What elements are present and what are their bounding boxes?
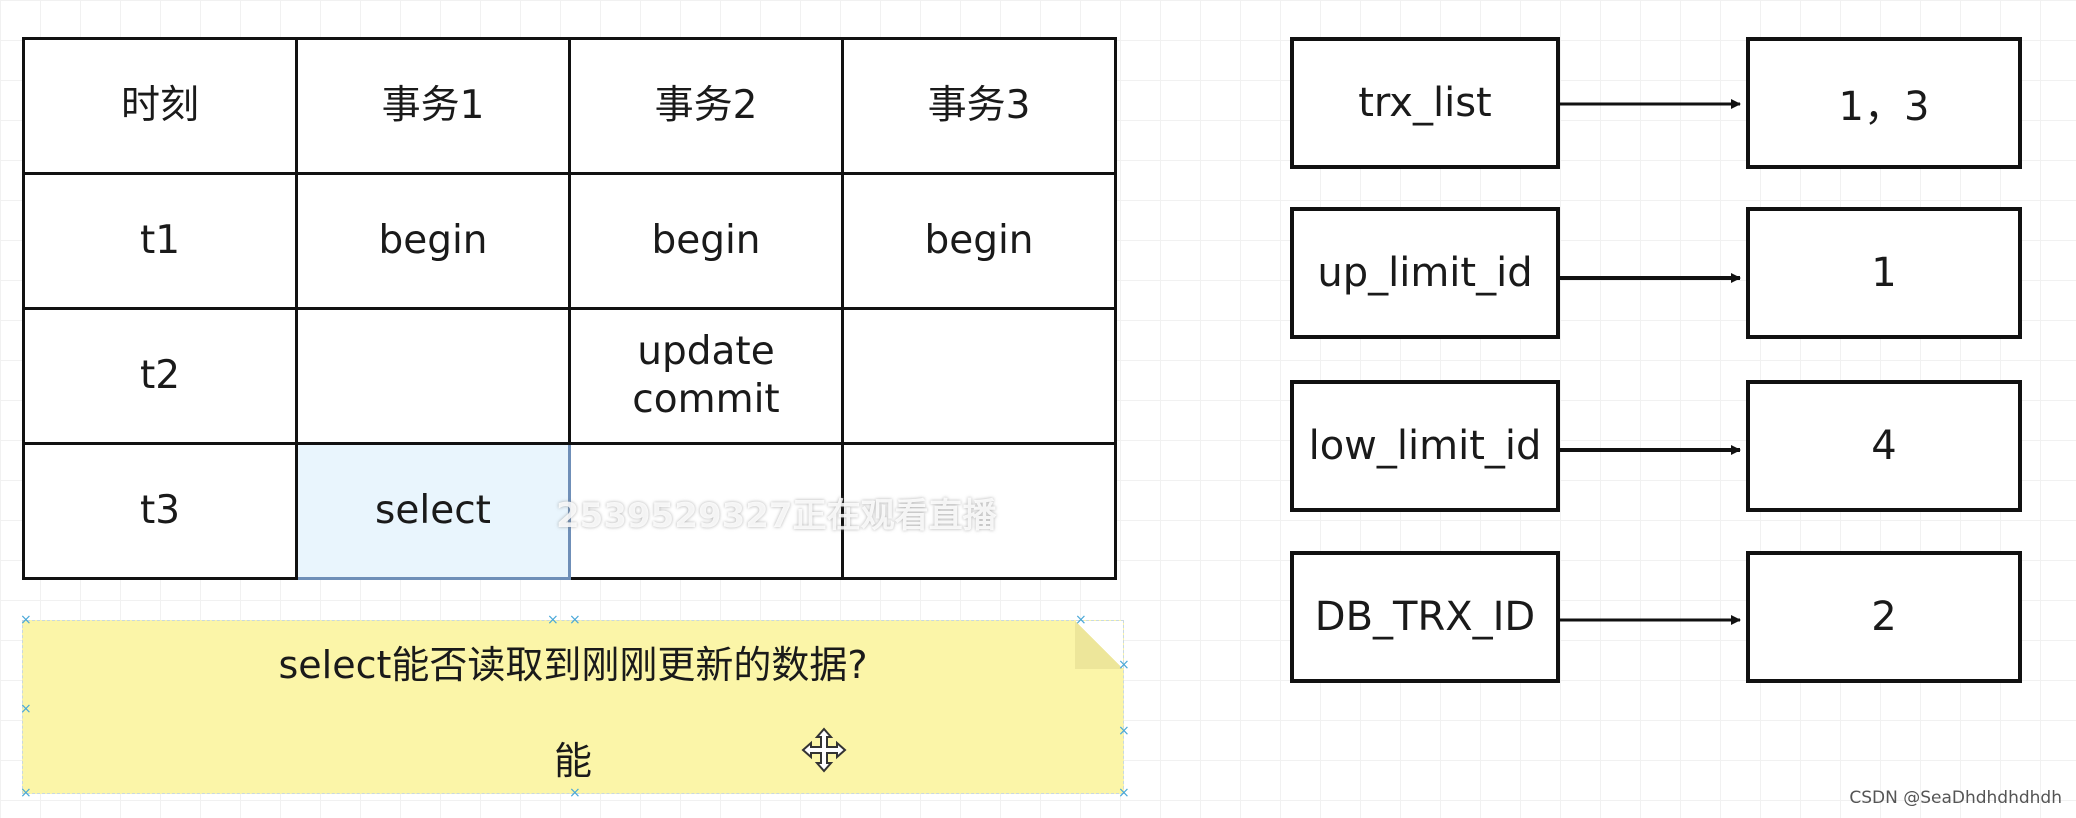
cell-t3-trx2[interactable]	[568, 442, 844, 580]
db-trx-id-value-box[interactable]: 2	[1746, 551, 2022, 683]
up-limit-id-value-box[interactable]: 1	[1746, 207, 2022, 339]
header-trx1[interactable]: 事务1	[295, 37, 571, 175]
low-limit-id-label-box[interactable]: low_limit_id	[1290, 380, 1560, 512]
move-icon[interactable]	[800, 726, 848, 774]
transaction-table: 时刻 事务1 事务2 事务3 t1 begin begin begin t2 u…	[22, 37, 1117, 580]
note-answer: 能	[553, 739, 592, 783]
sticky-note[interactable]: select能否读取到刚刚更新的数据? 能	[22, 620, 1124, 794]
selection-handle-icon[interactable]: ×	[1075, 612, 1087, 628]
selection-handle-icon[interactable]: ×	[569, 612, 581, 628]
low-limit-id-value-box[interactable]: 4	[1746, 380, 2022, 512]
cell-t3-time[interactable]: t3	[22, 442, 298, 580]
cell-t1-time[interactable]: t1	[22, 172, 298, 310]
selection-handle-icon[interactable]: ×	[1118, 723, 1130, 739]
selection-handle-icon[interactable]: ×	[20, 701, 32, 717]
note-question: select能否读取到刚刚更新的数据?	[278, 643, 868, 687]
cell-t2-trx2-line2: commit	[632, 377, 780, 422]
note-fold-corner	[1075, 621, 1123, 669]
db-trx-id-label-box[interactable]: DB_TRX_ID	[1290, 551, 1560, 683]
selection-handle-icon[interactable]: ×	[20, 612, 32, 628]
header-trx3[interactable]: 事务3	[841, 37, 1117, 175]
header-time[interactable]: 时刻	[22, 37, 298, 175]
up-limit-id-label-box[interactable]: up_limit_id	[1290, 207, 1560, 339]
selection-handle-icon[interactable]: ×	[20, 785, 32, 801]
trx-list-label-box[interactable]: trx_list	[1290, 37, 1560, 169]
cell-t2-time[interactable]: t2	[22, 307, 298, 445]
selection-handle-icon[interactable]: ×	[1118, 657, 1130, 673]
cell-t1-trx2[interactable]: begin	[568, 172, 844, 310]
trx-list-value-box[interactable]: 1，3	[1746, 37, 2022, 169]
table-row: t3 select	[22, 442, 1117, 580]
cell-t3-trx1-selected[interactable]: select	[295, 442, 571, 580]
cell-t2-trx3[interactable]	[841, 307, 1117, 445]
cell-t3-trx3[interactable]	[841, 442, 1117, 580]
cell-t1-trx3[interactable]: begin	[841, 172, 1117, 310]
selection-handle-icon[interactable]: ×	[1118, 785, 1130, 801]
cell-t2-trx1[interactable]	[295, 307, 571, 445]
live-watermark: 2539529327正在观看直播	[556, 496, 997, 536]
cell-t2-trx2[interactable]: update commit	[568, 307, 844, 445]
header-trx2[interactable]: 事务2	[568, 37, 844, 175]
table-header-row: 时刻 事务1 事务2 事务3	[22, 37, 1117, 175]
csdn-credit: CSDN @SeaDhdhdhdhdh	[1849, 788, 2062, 808]
cell-t2-trx2-line1: update	[637, 329, 775, 374]
table-row: t2 update commit	[22, 307, 1117, 445]
selection-handle-icon[interactable]: ×	[547, 612, 559, 628]
table-row: t1 begin begin begin	[22, 172, 1117, 310]
cell-t1-trx1[interactable]: begin	[295, 172, 571, 310]
selection-handle-icon[interactable]: ×	[569, 785, 581, 801]
